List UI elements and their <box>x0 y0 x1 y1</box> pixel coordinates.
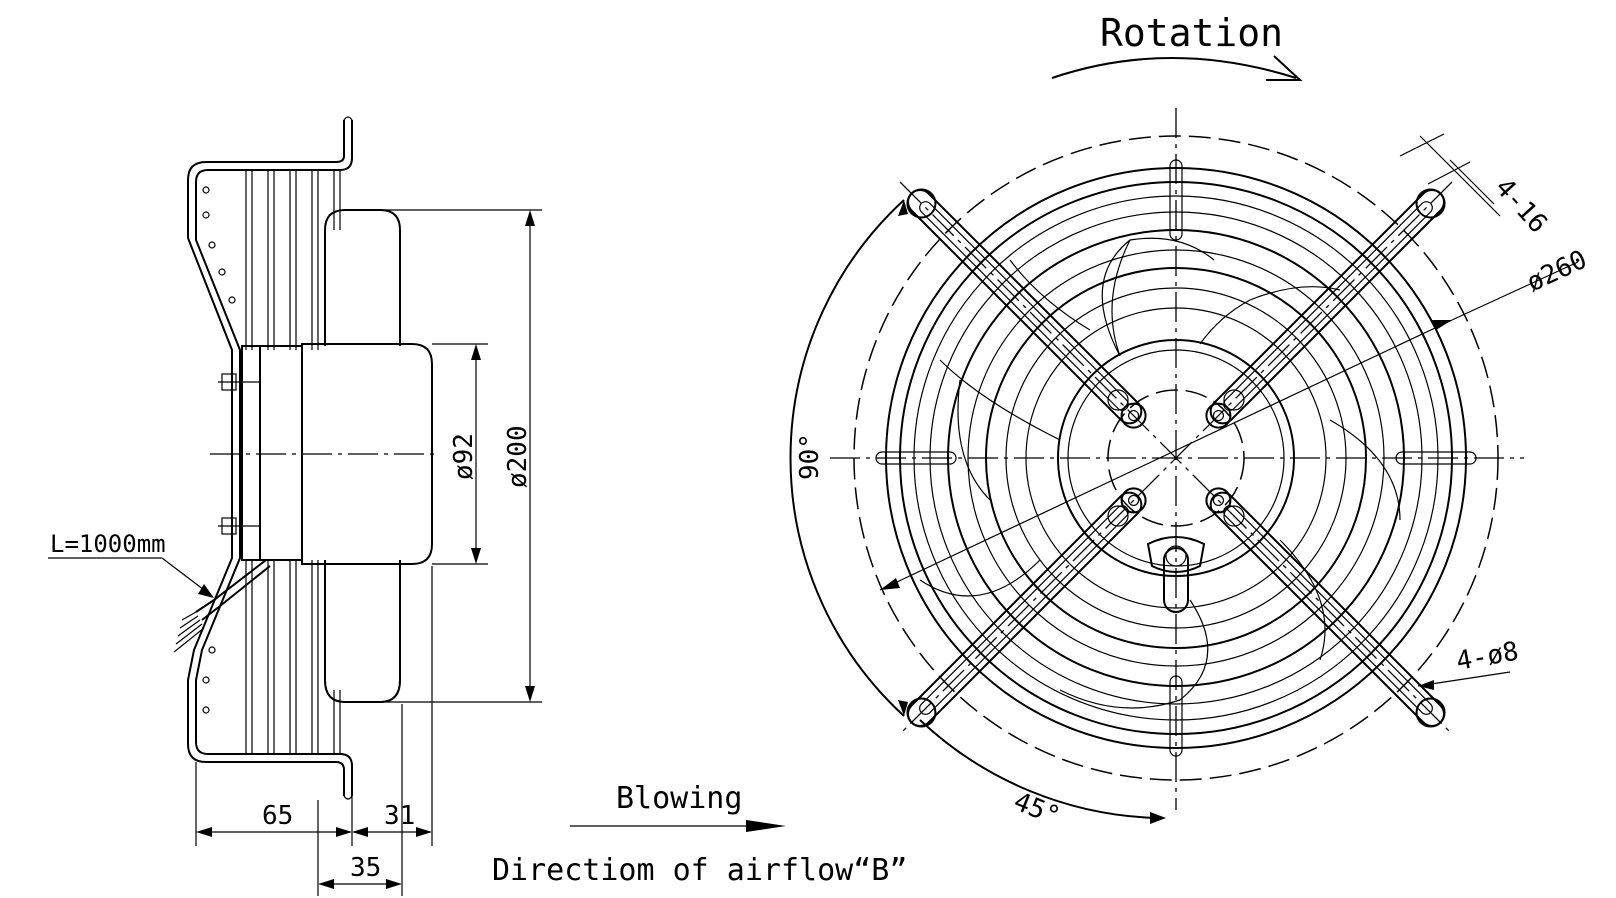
dim-92-label: ø92 <box>449 433 479 480</box>
hole-4-8-label: 4-ø8 <box>1454 636 1521 676</box>
rotation-arrow <box>1051 57 1297 79</box>
angle-45-label: 45° <box>1009 787 1064 832</box>
rotation-label: Rotation <box>1100 11 1283 55</box>
motor-flange <box>241 345 261 561</box>
dim-31-label: 31 <box>384 801 415 831</box>
dim-200-label: ø200 <box>503 425 533 488</box>
guard-wires <box>202 170 341 754</box>
dim-260-label: ø260 <box>1522 245 1591 299</box>
slot-4-16-label: 4-16 <box>1489 173 1553 240</box>
fan-blades <box>919 237 1401 709</box>
angle-90-label: 90° <box>795 433 825 480</box>
airflow-indicator <box>570 820 786 832</box>
dim-65-label: 65 <box>262 801 293 831</box>
mounting-arms <box>906 188 1446 728</box>
impeller-blade <box>324 209 401 346</box>
blowing-label: Blowing <box>616 781 742 816</box>
cable-length-label: L=1000mm <box>50 530 166 558</box>
front-view <box>789 55 1579 824</box>
dim-35-label: 35 <box>350 853 381 883</box>
motor-body <box>301 343 433 565</box>
side-view <box>48 116 542 896</box>
airflow-direction-label: Directiom of airflow“B” <box>492 853 907 888</box>
cable <box>195 559 267 613</box>
cable-exit <box>1146 536 1206 573</box>
